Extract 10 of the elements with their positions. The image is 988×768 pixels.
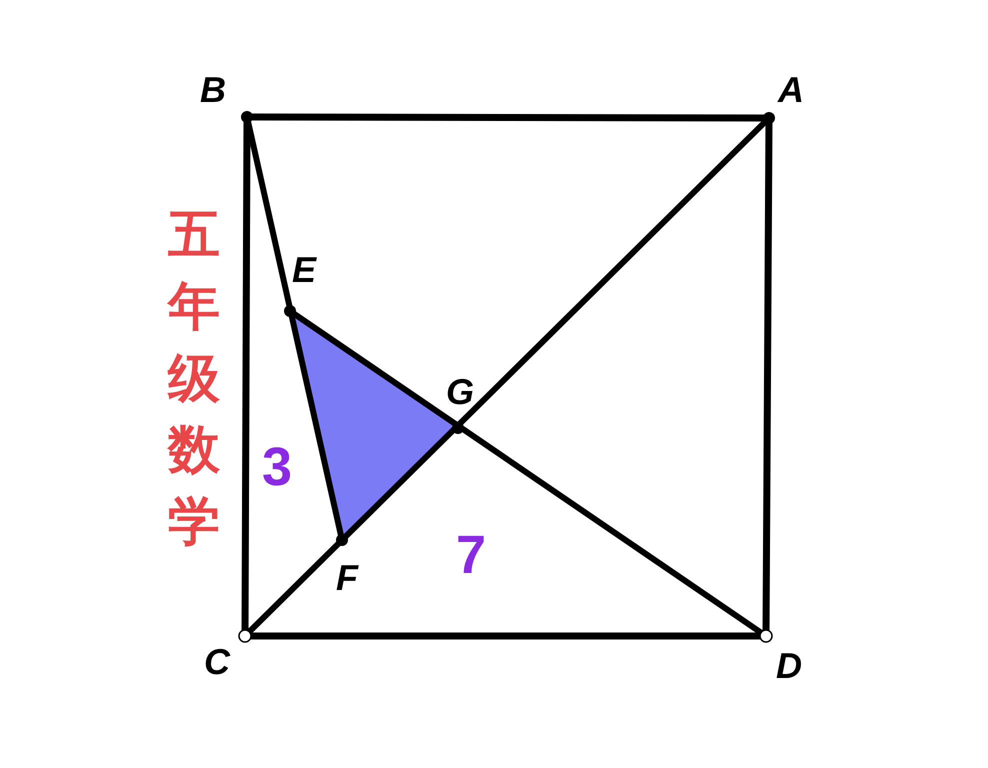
point-label: F xyxy=(336,560,358,596)
point-label: A xyxy=(778,72,804,108)
point-label: C xyxy=(204,644,230,680)
area-value: 3 xyxy=(262,440,292,494)
point-label: B xyxy=(200,72,226,108)
point-label: E xyxy=(292,252,316,288)
vertical-title: 五年级数学 xyxy=(168,205,220,553)
point-label: D xyxy=(776,648,802,684)
area-value: 7 xyxy=(456,528,486,582)
point-label: G xyxy=(446,374,474,410)
